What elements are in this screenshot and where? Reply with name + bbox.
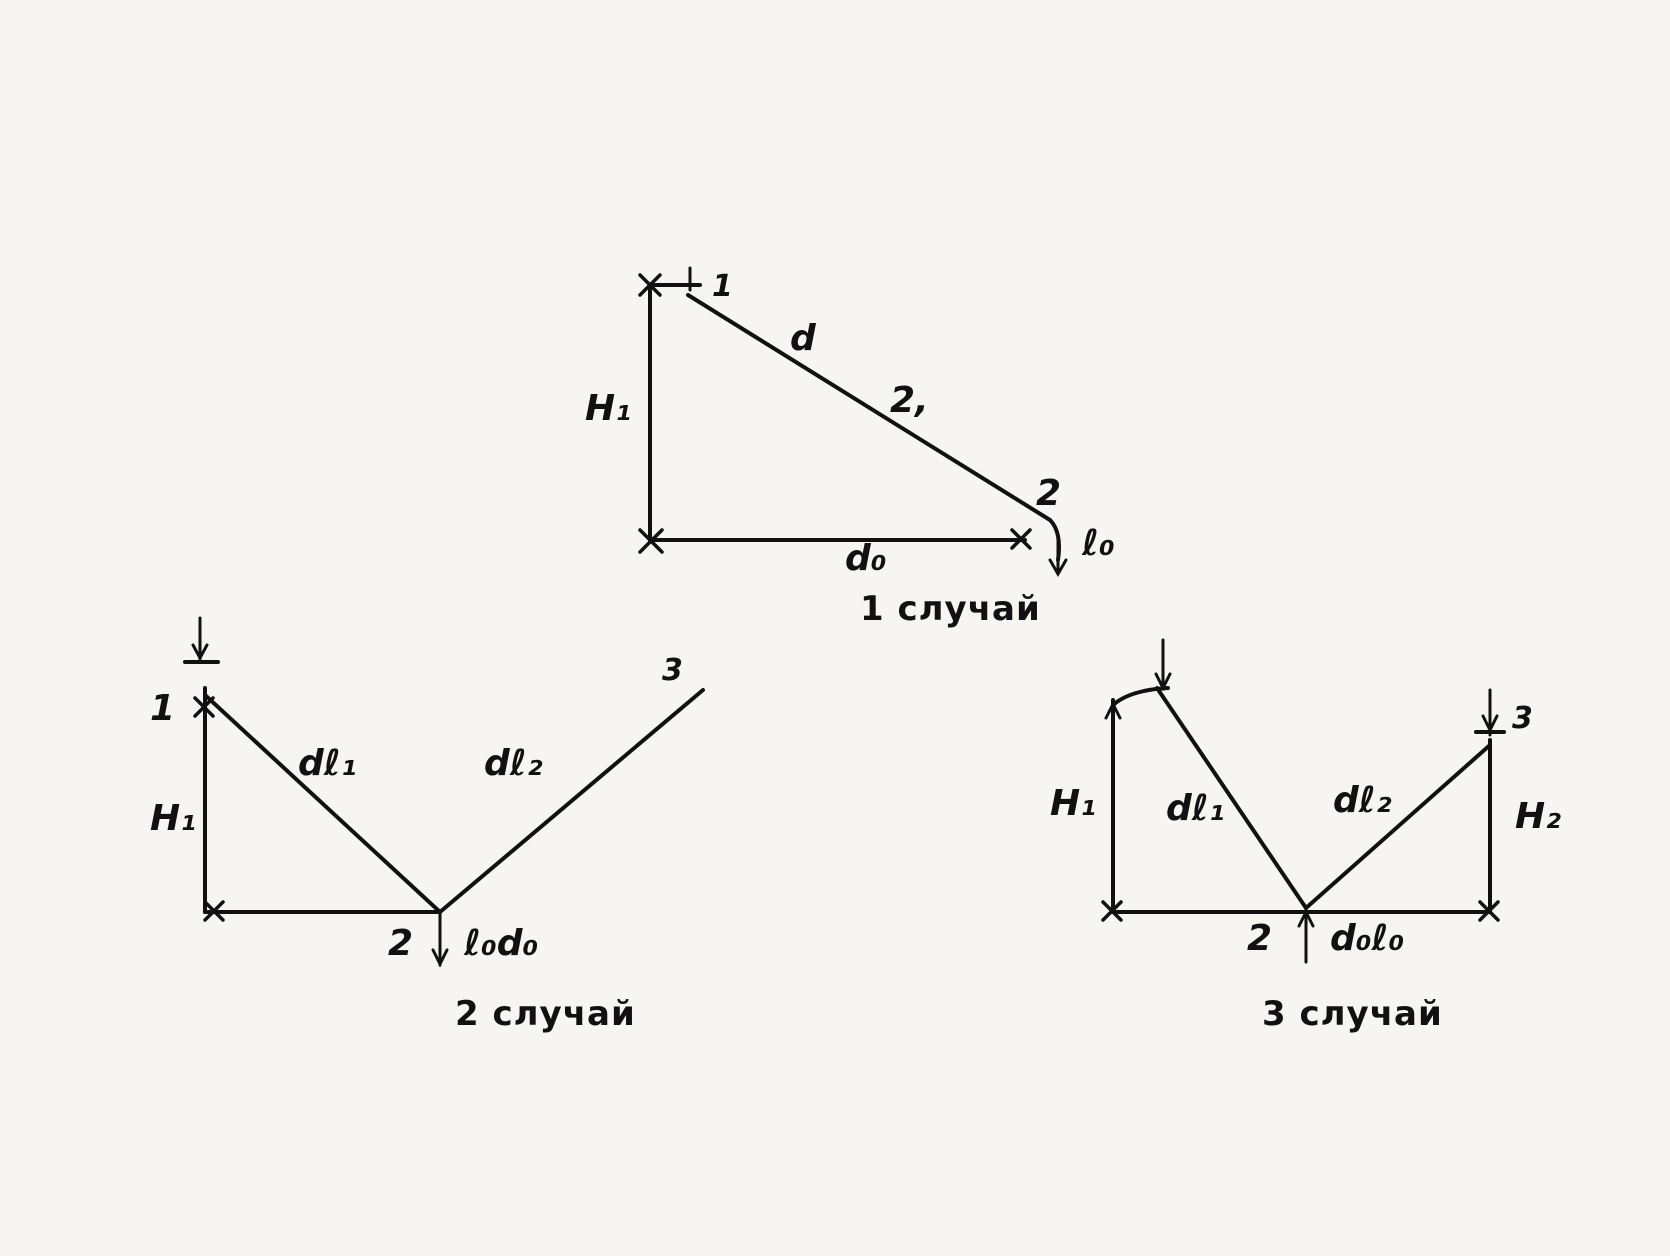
case3-label-node2: 2	[1247, 918, 1272, 959]
case3-diagram: H₁ dℓ₁ dℓ₂ 3 H₂ 2 d₀ℓ₀ 3 случай	[1050, 638, 1561, 1034]
case3-label-bottom: d₀ℓ₀	[1330, 918, 1405, 959]
case1-label-node1: 1	[712, 269, 733, 304]
case2-cross-top	[193, 696, 215, 718]
case1-cross-top	[638, 273, 662, 297]
case3-cross-bottom-right	[1478, 900, 1500, 922]
case3-caption: 3 случай	[1262, 994, 1443, 1034]
case1-label-d: d	[790, 318, 817, 359]
case3-label-node3: 3	[1512, 701, 1533, 736]
case1-label-H: H₁	[585, 388, 631, 429]
case3-label-dl2: dℓ₂	[1333, 780, 1392, 821]
case3-top-arrow-head	[1154, 672, 1172, 692]
case2-diagram: 1 H₁ dℓ₁ dℓ₂ 3 2 ℓ₀d₀ 2 случай	[150, 616, 705, 1034]
case2-label-node1: 1	[150, 688, 175, 729]
case1-caption: 1 случай	[860, 589, 1041, 629]
case2-right-diagonal	[438, 688, 705, 914]
case1-right-arrow-head	[1048, 558, 1068, 578]
case1-label-base: d₀	[845, 538, 887, 579]
case1-diagram: 1 d 2, 2 H₁ d₀ ℓ₀ 1 случай	[585, 266, 1115, 629]
case2-caption: 2 случай	[455, 994, 636, 1034]
case3-label-H1: H₁	[1050, 783, 1096, 824]
case2-bottom-arrow-head	[431, 948, 449, 968]
case2-label-dl2: dℓ₂	[484, 743, 543, 784]
case2-label-dl1: dℓ₁	[298, 743, 357, 784]
case2-cross-bottom-left	[203, 900, 225, 922]
case1-label-right: ℓ₀	[1081, 523, 1115, 564]
case2-left-diagonal	[203, 693, 442, 914]
case3-bottom-arrow-head	[1297, 908, 1315, 928]
case2-label-node3: 3	[662, 653, 683, 688]
case1-cross-bottom-right	[1010, 528, 1032, 550]
case1-label-node2: 2	[1036, 473, 1061, 514]
case1-label-mid: 2,	[890, 380, 929, 421]
case2-label-node2: 2	[388, 923, 413, 964]
case1-cross-bottom-left	[638, 528, 664, 554]
case3-cross-bottom-left	[1101, 900, 1123, 922]
case2-label-H: H₁	[150, 798, 196, 839]
case3-label-dl1: dℓ₁	[1166, 788, 1225, 829]
case2-label-bottom: ℓ₀d₀	[463, 923, 539, 964]
case3-left-diagonal	[1155, 686, 1308, 910]
case1-diagonal-edge	[686, 293, 1052, 522]
case3-label-H2: H₂	[1515, 796, 1561, 837]
case3-right-diagonal	[1304, 743, 1492, 910]
case2-top-arrow-head	[191, 643, 209, 662]
